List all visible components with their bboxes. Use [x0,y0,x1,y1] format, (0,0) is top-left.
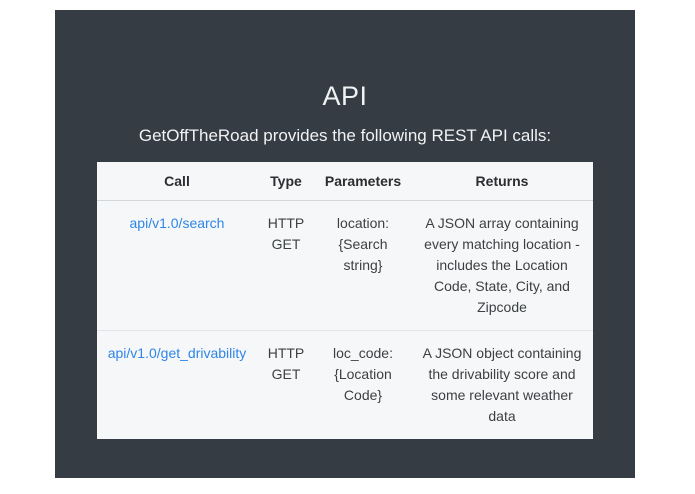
parameters-cell: location: {Search string} [336,215,390,273]
column-header-type: Type [257,162,315,201]
returns-cell: A JSON array containing every matching l… [424,215,580,315]
table-header-row: Call Type Parameters Returns [97,162,593,201]
table-row: api/v1.0/get_drivability HTTP GET loc_co… [97,330,593,439]
returns-cell: A JSON object containing the drivability… [411,330,593,439]
type-cell: HTTP GET [267,215,305,252]
parameters-cell: loc_code: {Location Code} [315,330,411,439]
column-header-parameters: Parameters [315,162,411,201]
api-table: Call Type Parameters Returns api/v1.0/se… [97,162,593,439]
call-cell: api/v1.0/search [97,201,257,331]
api-search-link[interactable]: api/v1.0/search [129,215,225,231]
slide-title: API [322,81,368,111]
column-header-returns: Returns [411,162,593,201]
column-header-call: Call [97,162,257,201]
call-cell: api/v1.0/get_drivability [97,330,257,439]
type-cell: HTTP GET [257,330,315,439]
slide: API GetOffTheRoad provides the following… [55,10,635,478]
slide-subtitle: GetOffTheRoad provides the following RES… [138,126,552,145]
table-row: api/v1.0/search HTTP GET location: {Sear… [97,201,593,331]
api-get-drivability-link[interactable]: api/v1.0/get_drivability [107,345,247,361]
